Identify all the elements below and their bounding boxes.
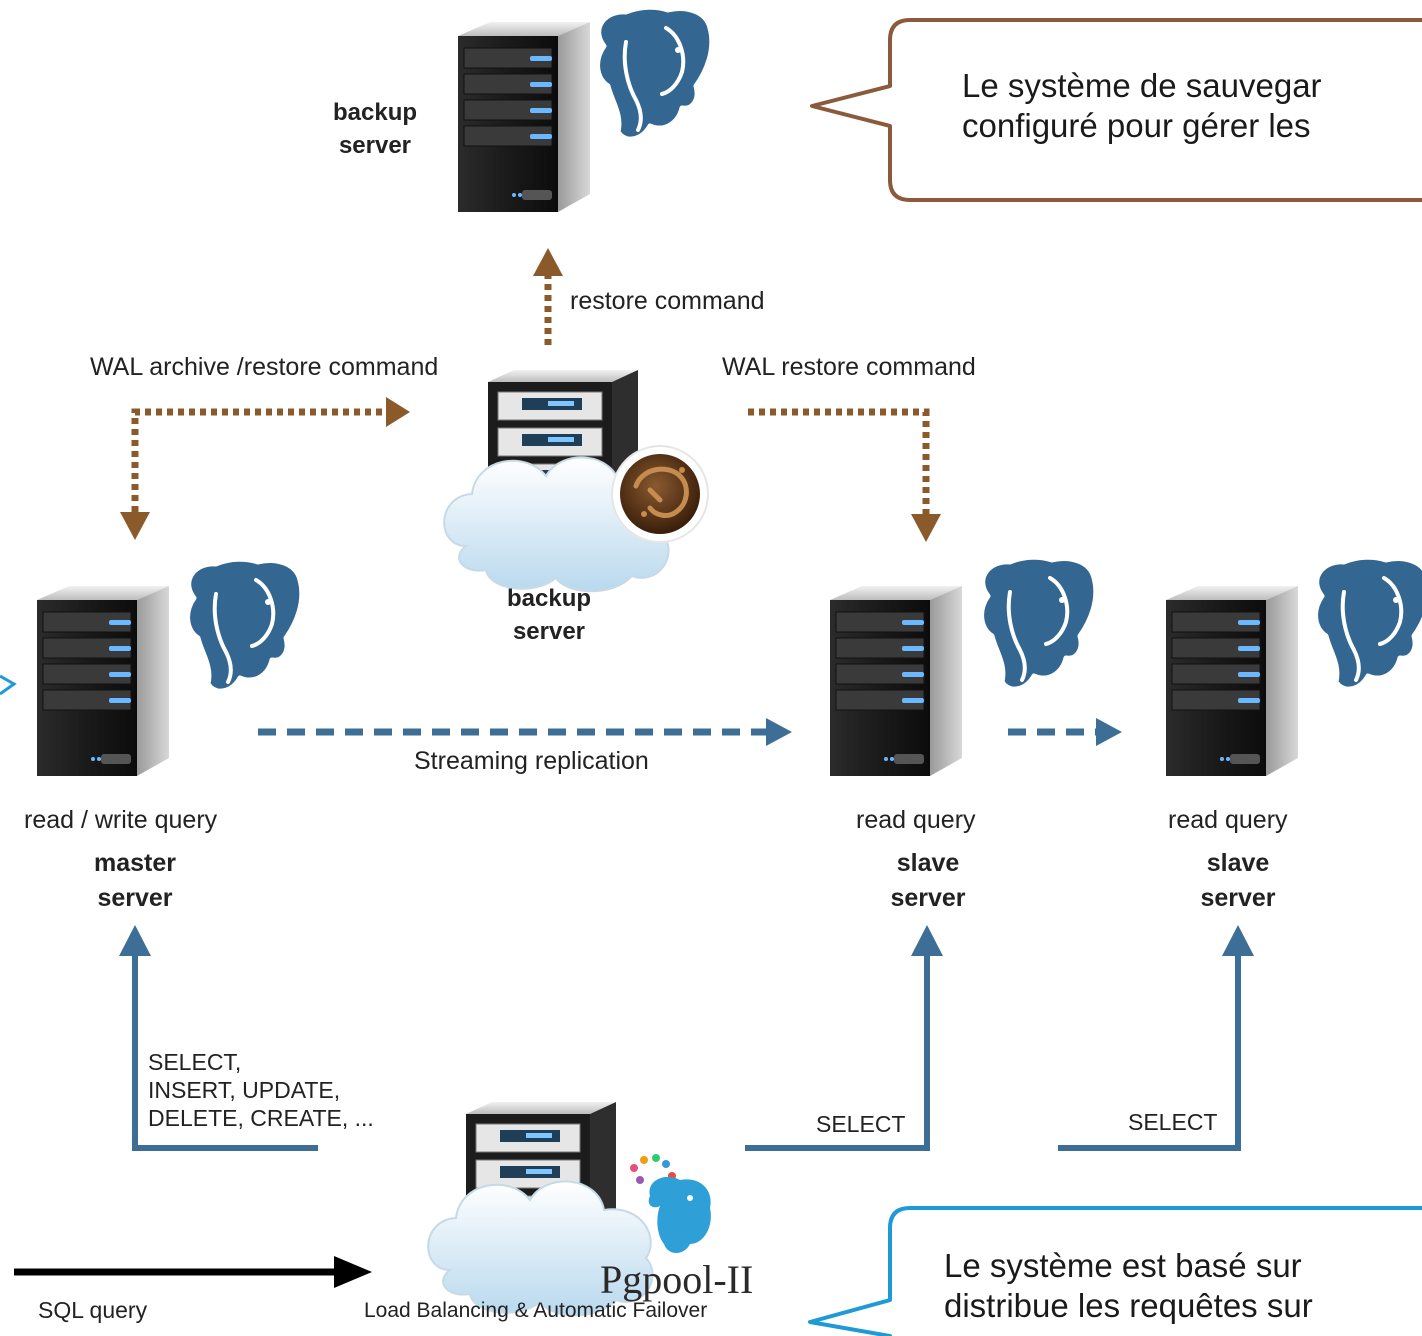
- wal-restore-label: WAL restore command: [722, 353, 976, 381]
- select-label-2: SELECT: [1128, 1109, 1218, 1135]
- backup-server-top-icon: [457, 7, 712, 213]
- master-query-connector: [132, 952, 318, 1151]
- slave2-query-arrowhead-up: [1222, 925, 1254, 956]
- callout-top-line1: Le système de sauvegar: [962, 67, 1322, 104]
- wal-archive-label: WAL archive /restore command: [90, 353, 439, 381]
- master-server-label: master server: [70, 846, 200, 915]
- master-server-label-line2: server: [97, 883, 173, 912]
- slave1-server-label-line1: slave: [896, 849, 960, 877]
- slave2-server-label-line2: server: [1200, 883, 1276, 912]
- restore-command-label: restore command: [570, 287, 765, 315]
- backup-server-top-label-line2: server: [338, 132, 412, 160]
- master-server-label-line1: master: [94, 849, 176, 877]
- pgpool-subtitle: Load Balancing & Automatic Failover: [364, 1299, 708, 1322]
- master-query-arrowhead-up: [119, 925, 151, 956]
- slave2-server-label: slave server: [1176, 846, 1300, 915]
- slave1-server-label: slave server: [866, 846, 990, 915]
- sql-query-arrowhead-right: [334, 1256, 372, 1288]
- wal-archive-arrowhead-down: [120, 512, 150, 540]
- backup-server-cloud-label-line2: server: [512, 618, 586, 646]
- callout-top-line2: configuré pour gérer les: [962, 107, 1311, 145]
- wal-archive-connector: [131, 408, 388, 512]
- streaming-replication-label: Streaming replication: [414, 747, 649, 775]
- slave2-query-type-label: read query: [1168, 806, 1288, 834]
- master-queries-line2: INSERT, UPDATE,: [148, 1077, 341, 1104]
- backup-server-cloud-label-line1: backup: [506, 585, 592, 612]
- sql-query-label: SQL query: [38, 1297, 148, 1323]
- slave1-query-arrowhead-up: [911, 925, 943, 956]
- pgpool-title: Pgpool-II: [600, 1257, 754, 1302]
- slave-server-2-icon: [1165, 557, 1422, 777]
- streaming-arrowhead-1: [766, 718, 792, 746]
- callout-bottom-line1: Le système est basé sur: [944, 1247, 1302, 1284]
- slave1-query-connector: [745, 952, 930, 1151]
- master-server-icon: [36, 559, 302, 777]
- wal-archive-arrowhead-right: [386, 397, 410, 427]
- slave1-query-type-label: read query: [856, 806, 976, 834]
- backup-server-top-label-line1: backup: [332, 99, 418, 126]
- callout-bottom-text: Le système est basé sur distribue les re…: [944, 1246, 1313, 1327]
- slave2-query-connector: [1058, 952, 1241, 1151]
- master-queries-line3: DELETE, CREATE, ...: [148, 1105, 374, 1132]
- restore-command-arrowhead-up: [533, 248, 563, 276]
- streaming-arrowhead-2: [1096, 718, 1122, 746]
- master-query-type-label: read / write query: [24, 806, 218, 834]
- slave2-server-label-line1: slave: [1206, 849, 1270, 877]
- callout-top-text: Le système de sauvegar configuré pour gé…: [962, 66, 1322, 147]
- left-edge-fragment: [0, 674, 17, 696]
- wal-restore-connector: [748, 408, 930, 514]
- barman-logo-icon: [611, 445, 709, 543]
- callout-top-bubble: [810, 18, 1422, 202]
- wal-restore-arrowhead-down: [911, 514, 941, 542]
- backup-server-top-label: backup server: [322, 96, 428, 162]
- backup-server-cloud-label: backup server: [494, 582, 604, 648]
- master-queries-label: SELECT, INSERT, UPDATE, DELETE, CREATE, …: [148, 1048, 374, 1132]
- slave-server-1-icon: [829, 557, 1096, 777]
- slave1-server-label-line2: server: [890, 883, 966, 912]
- master-queries-line1: SELECT,: [148, 1049, 242, 1075]
- select-label-1: SELECT: [816, 1111, 906, 1137]
- callout-bottom-bubble: [808, 1206, 1422, 1336]
- callout-bottom-line2: distribue les requêtes sur: [944, 1287, 1313, 1325]
- pgpool-logo-icon: [630, 1154, 711, 1253]
